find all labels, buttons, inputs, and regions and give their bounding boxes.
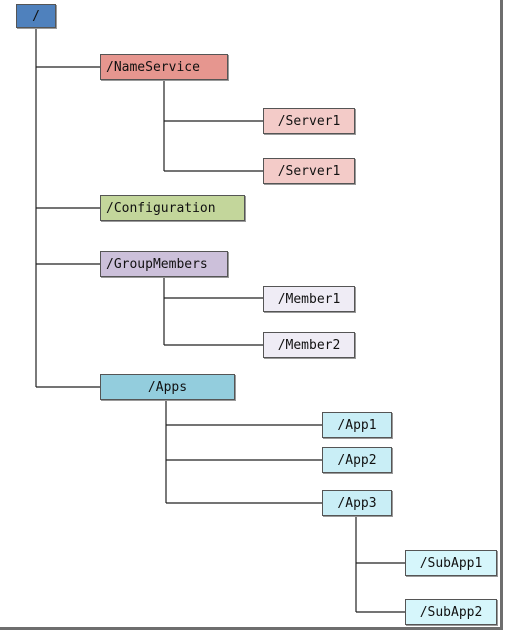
app1-node: /App1 (322, 412, 392, 438)
nameservice-node: /NameService (100, 54, 228, 80)
apps-node: /Apps (100, 374, 235, 400)
app2-node: /App2 (322, 447, 392, 473)
server1-node: /Server1 (263, 108, 355, 134)
member1-node: /Member1 (263, 286, 355, 312)
groupmembers-node: /GroupMembers (100, 251, 228, 277)
subapp2-node: /SubApp2 (405, 599, 497, 625)
configuration-node: /Configuration (100, 195, 245, 221)
server1-node: /Server1 (263, 158, 355, 184)
subapp1-node: /SubApp1 (405, 550, 497, 576)
root-node: / (16, 4, 56, 28)
member2-node: /Member2 (263, 332, 355, 358)
app3-node: /App3 (322, 490, 392, 516)
